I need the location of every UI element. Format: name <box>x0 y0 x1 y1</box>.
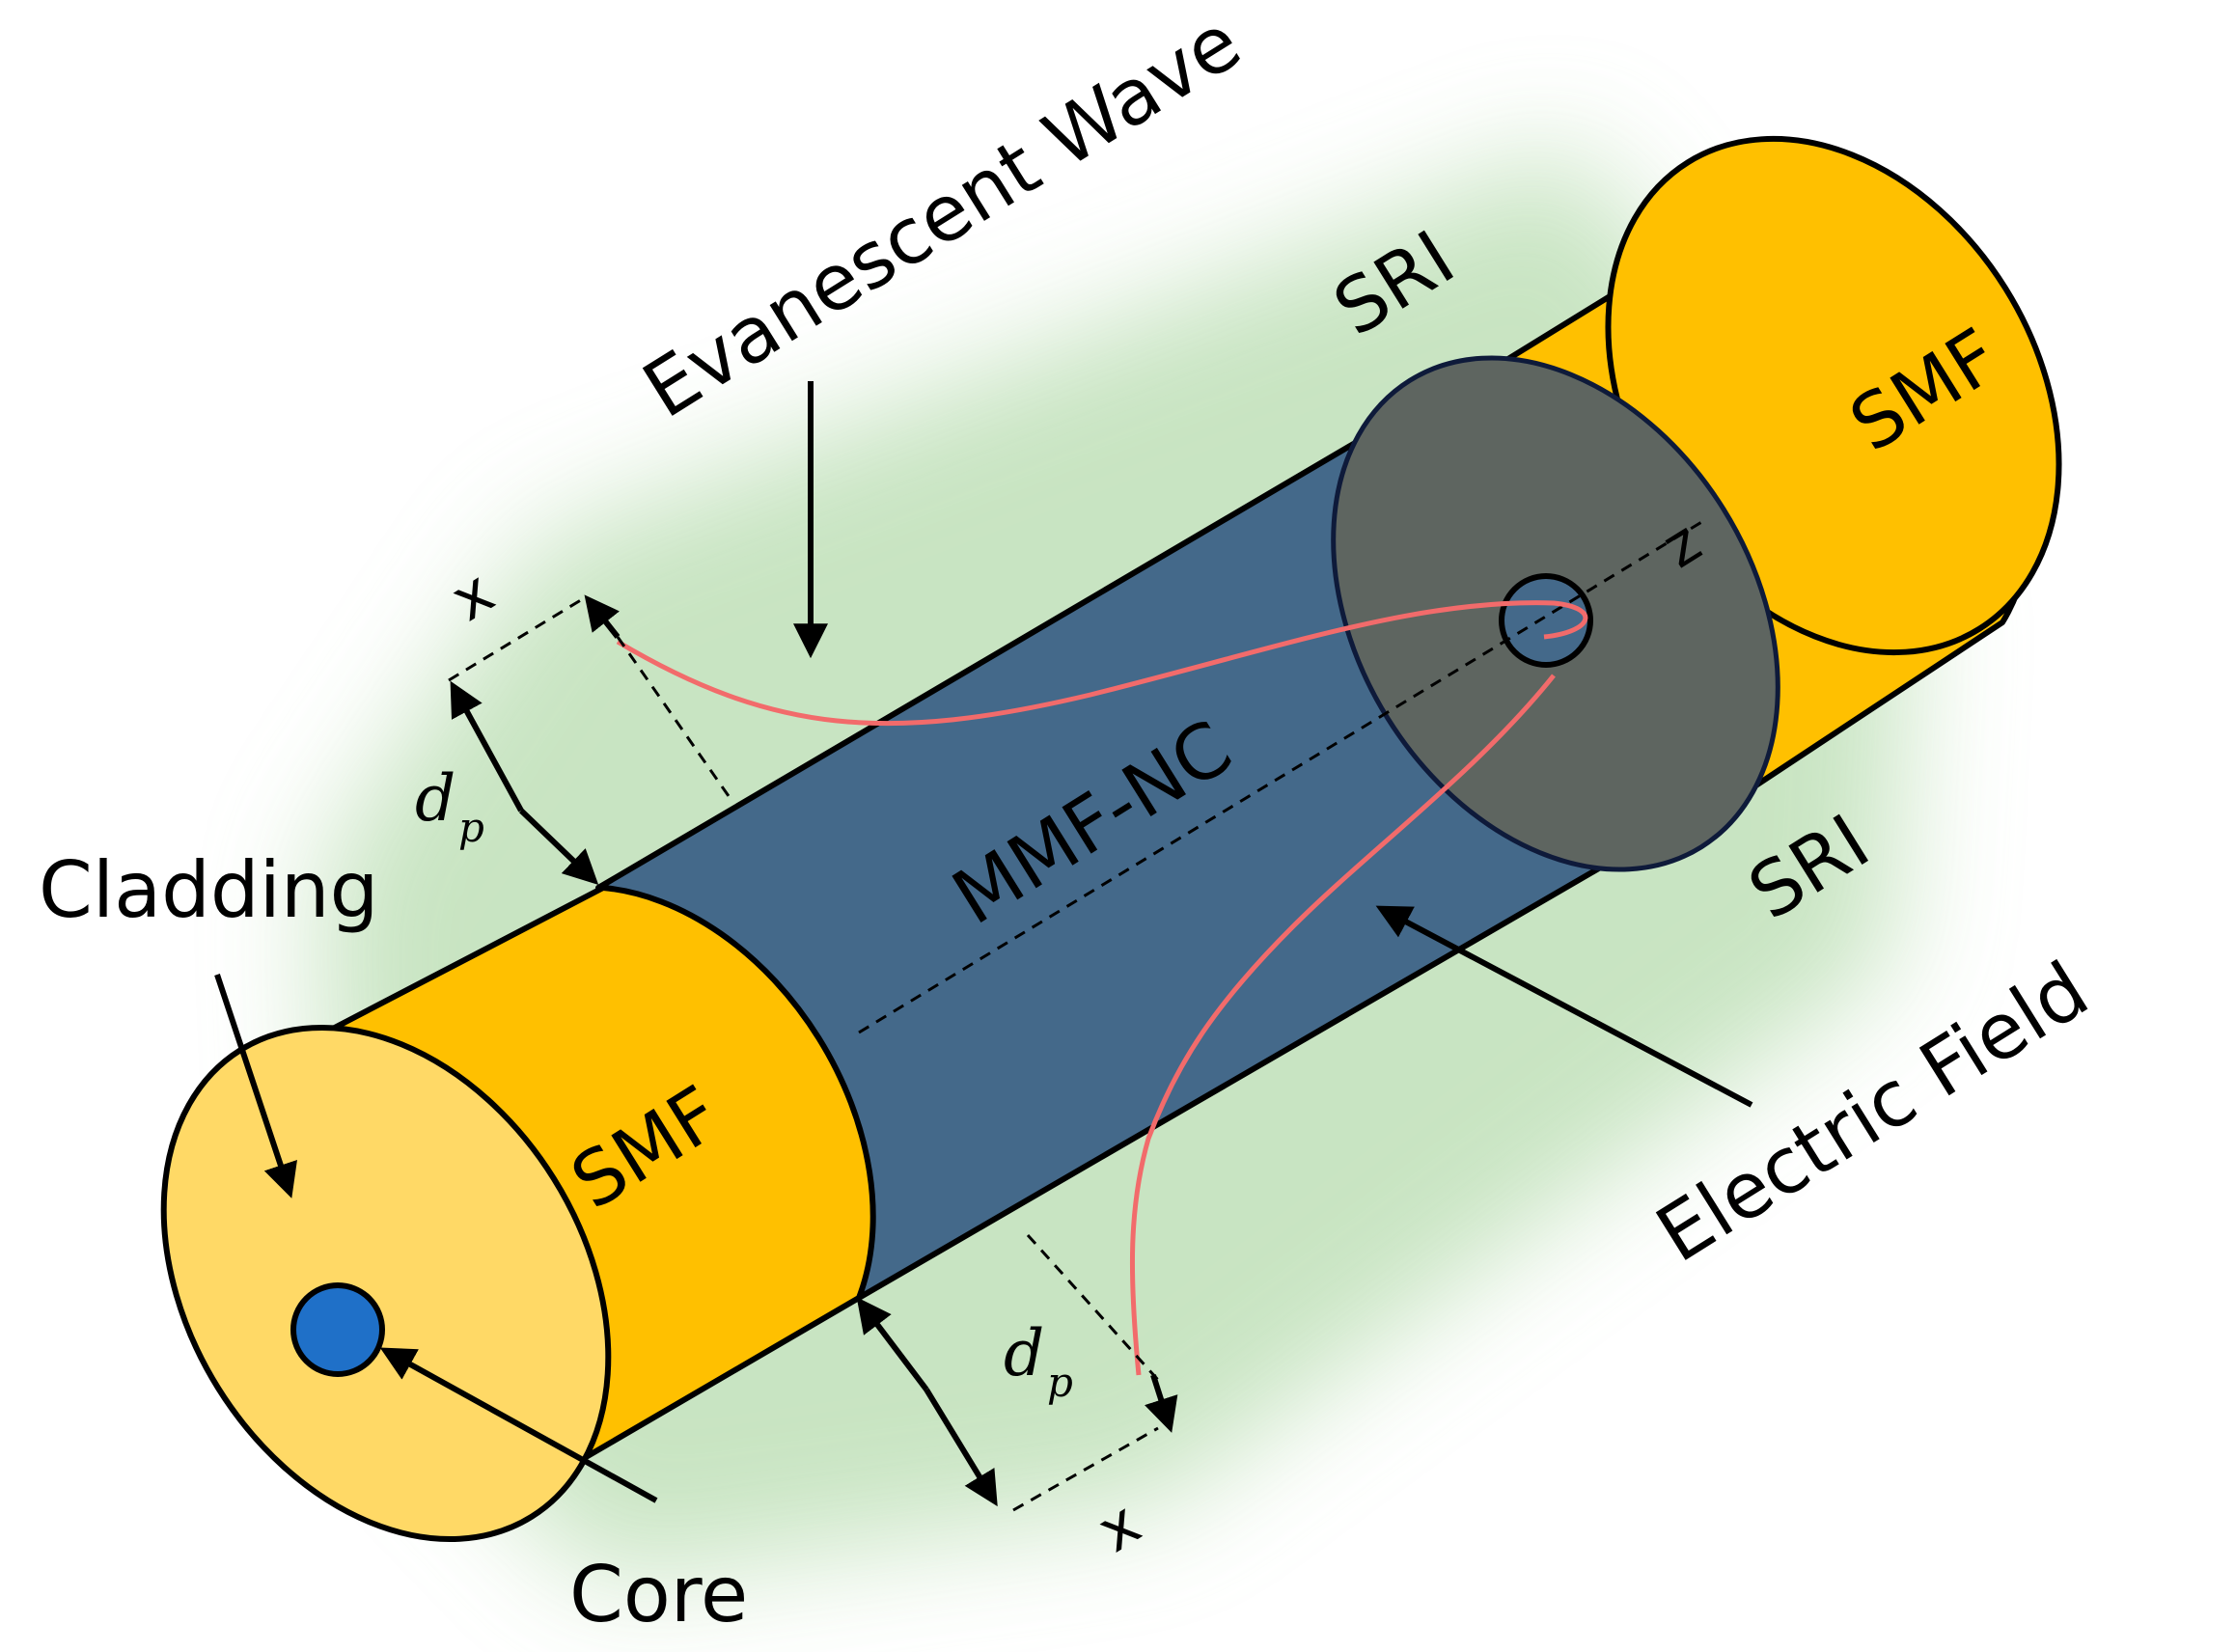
z-axis <box>858 519 1704 1034</box>
cladding-label: Cladding <box>39 845 378 935</box>
dp-top-symbol: d <box>415 761 455 836</box>
dp-top-arrow-1 <box>450 680 524 812</box>
dp-bottom-symbol: d <box>1004 1316 1044 1390</box>
mmf-nc-segment <box>595 355 1780 1301</box>
mmf-core <box>1499 573 1593 668</box>
cladding-arrow <box>214 974 297 1198</box>
dp-bottom-arrow-2 <box>924 1388 998 1507</box>
penetration-depth-guides <box>448 596 1160 1512</box>
core-arrow <box>379 1347 658 1503</box>
dp-top-arrow-2 <box>518 808 599 885</box>
electric-field-curve <box>616 600 1588 1376</box>
x-top-arrow <box>584 594 621 639</box>
dp-bottom-arrow-1 <box>856 1297 929 1391</box>
dp-bottom-subscript: p <box>1047 1359 1073 1406</box>
dp-bottom-label: d p <box>1004 1316 1073 1406</box>
core-label: Core <box>569 1550 748 1639</box>
dp-top-subscript: p <box>458 804 484 851</box>
x-bottom-arrow <box>1145 1374 1178 1433</box>
arrows <box>214 381 1753 1507</box>
dp-top-label: d p <box>415 761 484 851</box>
electric-field-arrow <box>1375 905 1753 1108</box>
core-dot <box>290 1282 385 1377</box>
